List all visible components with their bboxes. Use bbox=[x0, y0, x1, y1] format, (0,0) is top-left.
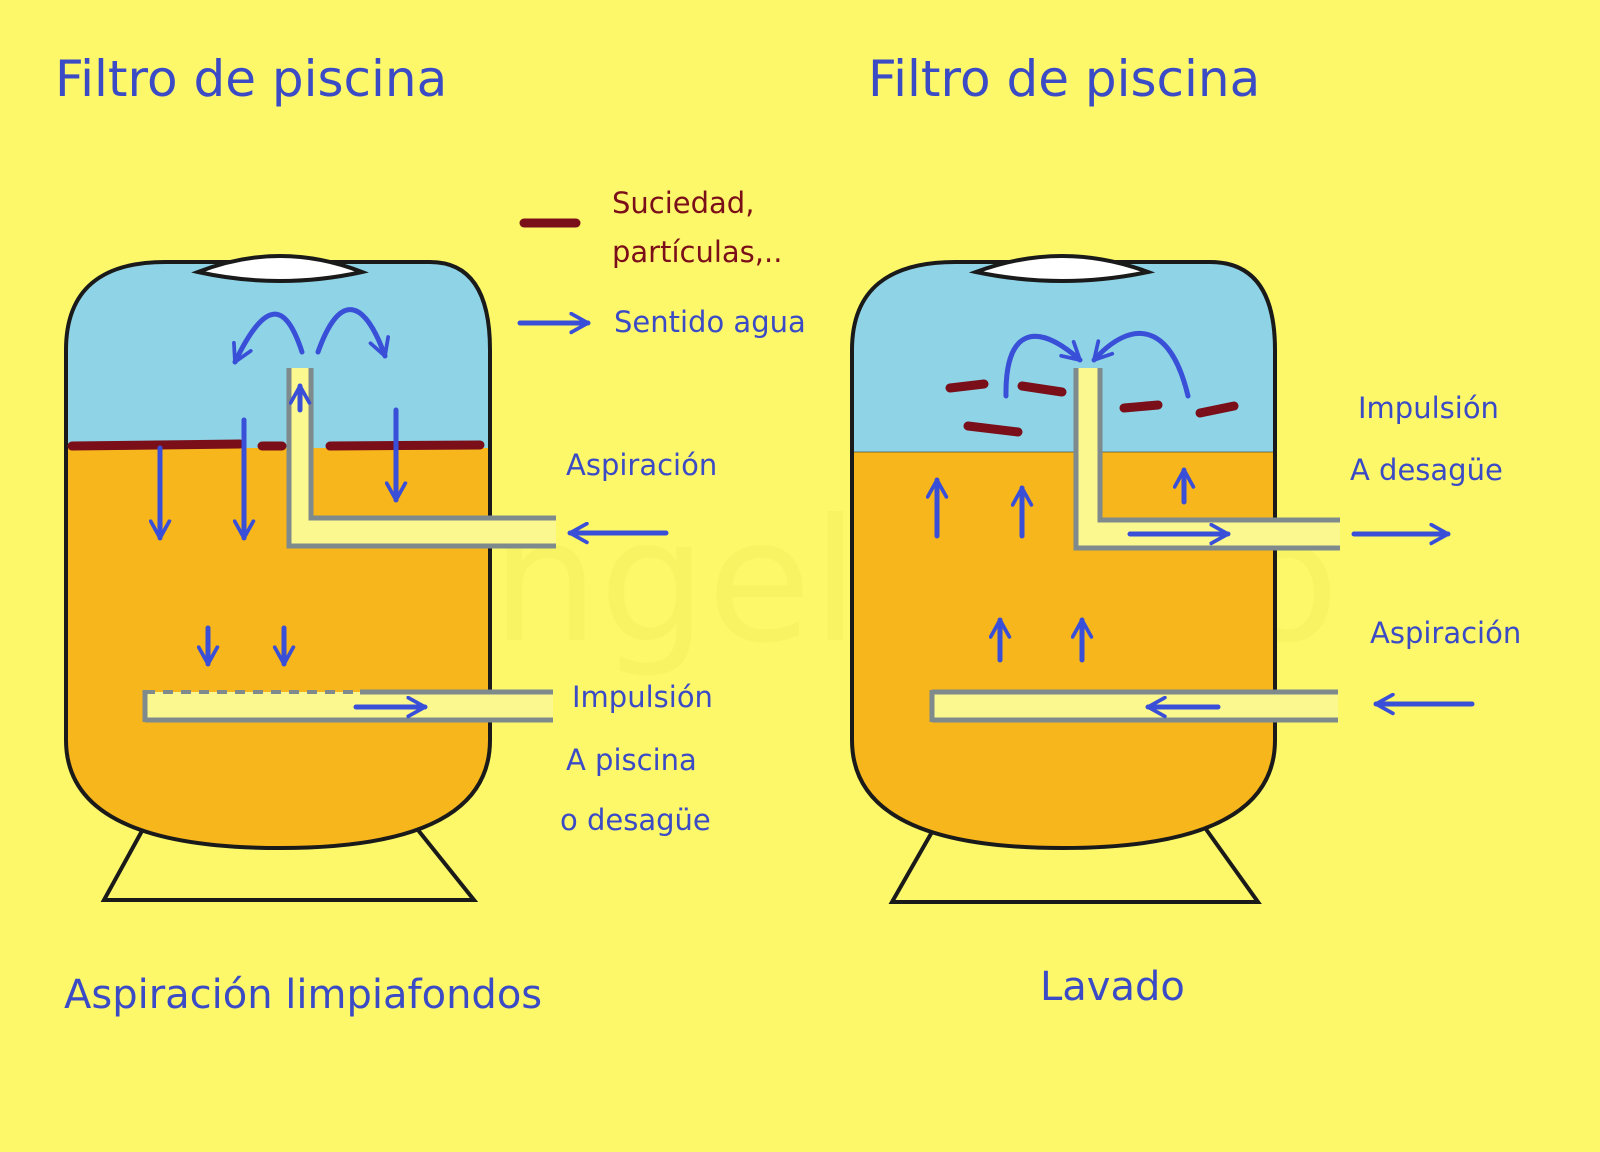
left-water-layer bbox=[66, 261, 490, 450]
left-title: Filtro de piscina bbox=[55, 50, 447, 108]
left-filter bbox=[64, 254, 669, 902]
left-flow-arrows bbox=[148, 307, 669, 719]
left-inlet-pipe bbox=[289, 368, 556, 546]
right-dirt-particles bbox=[945, 379, 1239, 437]
left-sand-layer bbox=[66, 448, 490, 848]
left-tank-lid bbox=[191, 254, 369, 283]
right-sand-layer bbox=[852, 452, 1275, 848]
left-collector-pipe bbox=[145, 692, 553, 720]
right-outlet-dest-label: A desagüe bbox=[1350, 453, 1503, 487]
dirt-legend-label-2: partículas,.. bbox=[612, 235, 782, 269]
left-caption: Aspiración limpiafondos bbox=[64, 972, 542, 1018]
legend: Suciedad, partículas,.. Sentido agua bbox=[517, 186, 806, 339]
arrow-curve-icon bbox=[232, 311, 305, 365]
left-tank-body bbox=[64, 259, 492, 851]
right-inlet-label: Aspiración bbox=[1370, 616, 1521, 650]
right-title: Filtro de piscina bbox=[868, 50, 1260, 108]
flow-legend-label: Sentido agua bbox=[614, 305, 806, 339]
right-outlet-label: Impulsión bbox=[1358, 391, 1499, 425]
left-outlet-dest-label: A piscina bbox=[566, 743, 697, 777]
right-outlet-pipe bbox=[1076, 368, 1340, 548]
arrow-curve-icon bbox=[1091, 330, 1191, 399]
right-filter bbox=[850, 254, 1475, 904]
right-caption: Lavado bbox=[1040, 964, 1185, 1010]
left-dirt-layer bbox=[67, 439, 485, 451]
dirt-legend-label: Suciedad, bbox=[612, 186, 754, 220]
arrow-curve-icon bbox=[1003, 333, 1083, 399]
left-outlet-dest-label-2: o desagüe bbox=[560, 803, 711, 837]
left-inlet-label: Aspiración bbox=[566, 448, 717, 482]
right-tank-body bbox=[850, 259, 1277, 851]
right-collector-pipe bbox=[932, 692, 1338, 720]
right-flow-arrows bbox=[925, 330, 1475, 719]
right-tank-lid bbox=[968, 254, 1156, 283]
arrow-curve-icon bbox=[315, 307, 391, 359]
left-outlet-label: Impulsión bbox=[572, 680, 713, 714]
